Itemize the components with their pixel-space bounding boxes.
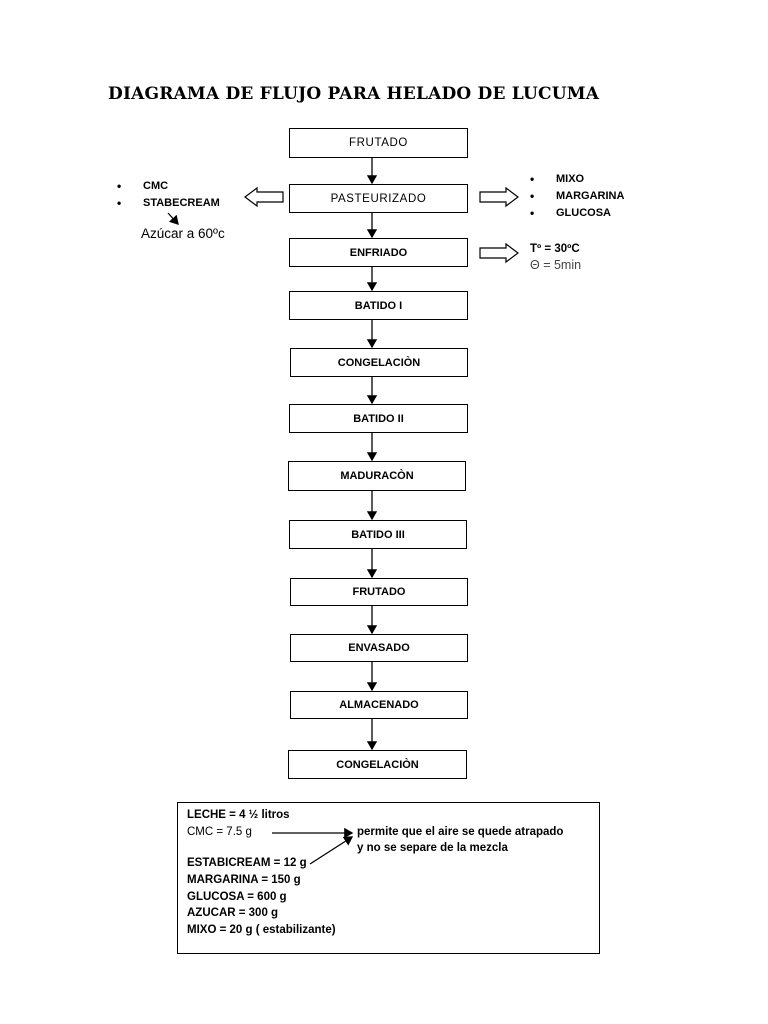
step-almacenado: ALMACENADO (290, 691, 468, 719)
right-input-margarina: MARGARINA (530, 188, 624, 205)
diagram-title: DIAGRAMA DE FLUJO PARA HELADO DE LUCUMA (108, 84, 600, 104)
note-line-leche: LECHE = 4 ½ litros (187, 809, 290, 821)
cooling-temperature: Tº = 30ºC (530, 243, 580, 255)
azucar-pointer-arrow (167, 212, 179, 225)
note-line-glucosa: GLUCOSA = 600 g (187, 891, 287, 903)
note-line-margarina: MARGARINA = 150 g (187, 874, 301, 886)
step-batido-1: BATIDO I (289, 291, 468, 320)
note-line-mixo: MIXO = 20 g ( estabilizante) (187, 924, 336, 936)
step-congelacion-2: CONGELACIÒN (288, 750, 467, 779)
step-pasteurizado: PASTEURIZADO (289, 184, 468, 213)
step-batido-2: BATIDO II (289, 404, 468, 433)
cooling-time: Θ = 5min (530, 258, 582, 272)
note-comment-line-2: y no se separe de la mezcla (357, 842, 508, 854)
note-line-estabicream: ESTABICREAM = 12 g (187, 857, 307, 869)
step-frutado-2: FRUTADO (290, 578, 468, 606)
step-maduracion: MADURACÒN (288, 461, 466, 491)
right-hollow-arrow-enfriado (479, 242, 519, 264)
right-input-mixo: MIXO (530, 171, 624, 188)
step-batido-3: BATIDO III (289, 520, 467, 549)
right-hollow-arrow-pasteurizado (479, 186, 519, 208)
azucar-note: Azúcar a 60ºc (141, 226, 225, 241)
step-frutado-1: FRUTADO (289, 128, 468, 158)
step-enfriado: ENFRIADO (289, 238, 468, 267)
estabicream-comment-arrow (309, 836, 354, 865)
ingredients-notes-box (177, 802, 600, 954)
left-hollow-arrow (244, 186, 284, 208)
right-inputs-list: MIXO MARGARINA GLUCOSA (530, 171, 624, 222)
note-line-cmc: CMC = 7.5 g (187, 826, 252, 838)
left-inputs-list: CMC STABECREAM (117, 178, 220, 212)
left-input-stabecream: STABECREAM (117, 195, 220, 212)
right-input-glucosa: GLUCOSA (530, 205, 624, 222)
left-input-cmc: CMC (117, 178, 220, 195)
step-congelacion-1: CONGELACIÒN (290, 348, 468, 377)
step-envasado: ENVASADO (290, 634, 468, 662)
note-comment-line-1: permite que el aire se quede atrapado (357, 826, 564, 838)
note-line-azucar: AZUCAR = 300 g (187, 907, 279, 919)
